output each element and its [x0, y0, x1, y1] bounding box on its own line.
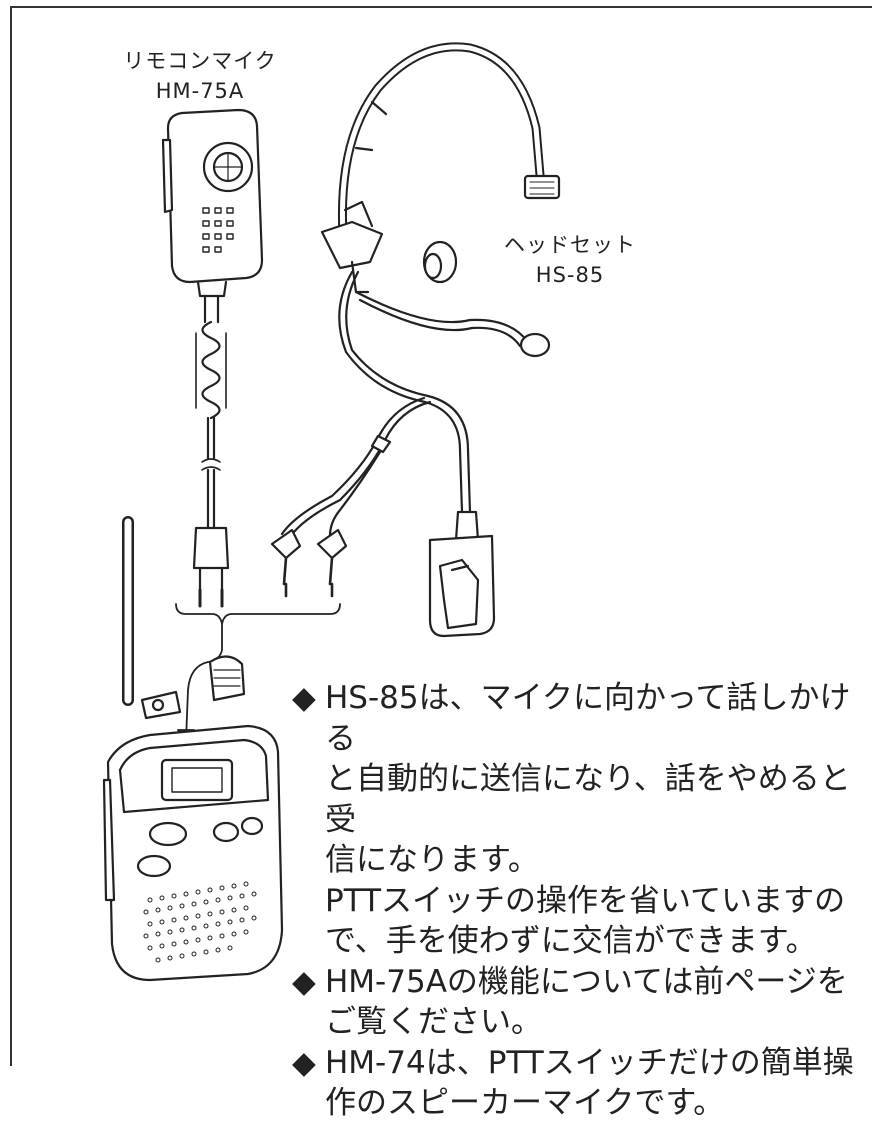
note-hm74: ◆ HM-74は、PTTスイッチだけの簡単操 作のスピーカーマイクです。 [292, 1043, 872, 1124]
note-hs85: ◆ HS-85は、マイクに向かって話しかける と自動的に送信になり、話をやめると… [292, 678, 872, 962]
headset-hs85 [270, 42, 561, 638]
note-line: HM-74は、PTTスイッチだけの簡単操 [325, 1044, 854, 1081]
remote-mic-name: リモコンマイク [123, 49, 277, 73]
note-line: HM-75Aの機能については前ページを [325, 963, 848, 1000]
remote-mic-label: リモコンマイク HM-75A [100, 46, 300, 106]
remote-mic-hm75a [161, 108, 264, 608]
diamond-bullet-icon: ◆ [292, 963, 316, 1000]
note-line: HS-85は、マイクに向かって話しかける [325, 680, 851, 757]
diamond-bullet-icon: ◆ [292, 680, 316, 716]
remote-mic-model: HM-75A [155, 79, 245, 103]
accessory-illustration [102, 42, 561, 982]
mic-keypad [202, 207, 234, 253]
handheld-transceiver [102, 516, 284, 982]
note-line: と自動的に送信になり、話をやめると受 [325, 761, 851, 838]
headset-model: HS-85 [535, 263, 605, 287]
speaker-grille [143, 881, 257, 963]
headset-name: ヘッドセット [504, 233, 636, 257]
notes-list: ◆ HS-85は、マイクに向かって話しかける と自動的に送信になり、話をやめると… [292, 678, 872, 1124]
note-line: 信になります。 [325, 842, 539, 878]
note-line: で、手を使わずに交信ができます。 [325, 923, 817, 959]
page-frame [10, 6, 872, 1066]
note-line: ご覧ください。 [325, 1004, 542, 1040]
note-hm75a: ◆ HM-75Aの機能については前ページを ご覧ください。 [292, 962, 872, 1043]
headset-label: ヘッドセット HS-85 [470, 230, 670, 290]
note-line: 作のスピーカーマイクです。 [325, 1085, 725, 1121]
note-line: PTTスイッチの操作を省いていますの [325, 882, 846, 919]
diamond-bullet-icon: ◆ [292, 1044, 316, 1081]
